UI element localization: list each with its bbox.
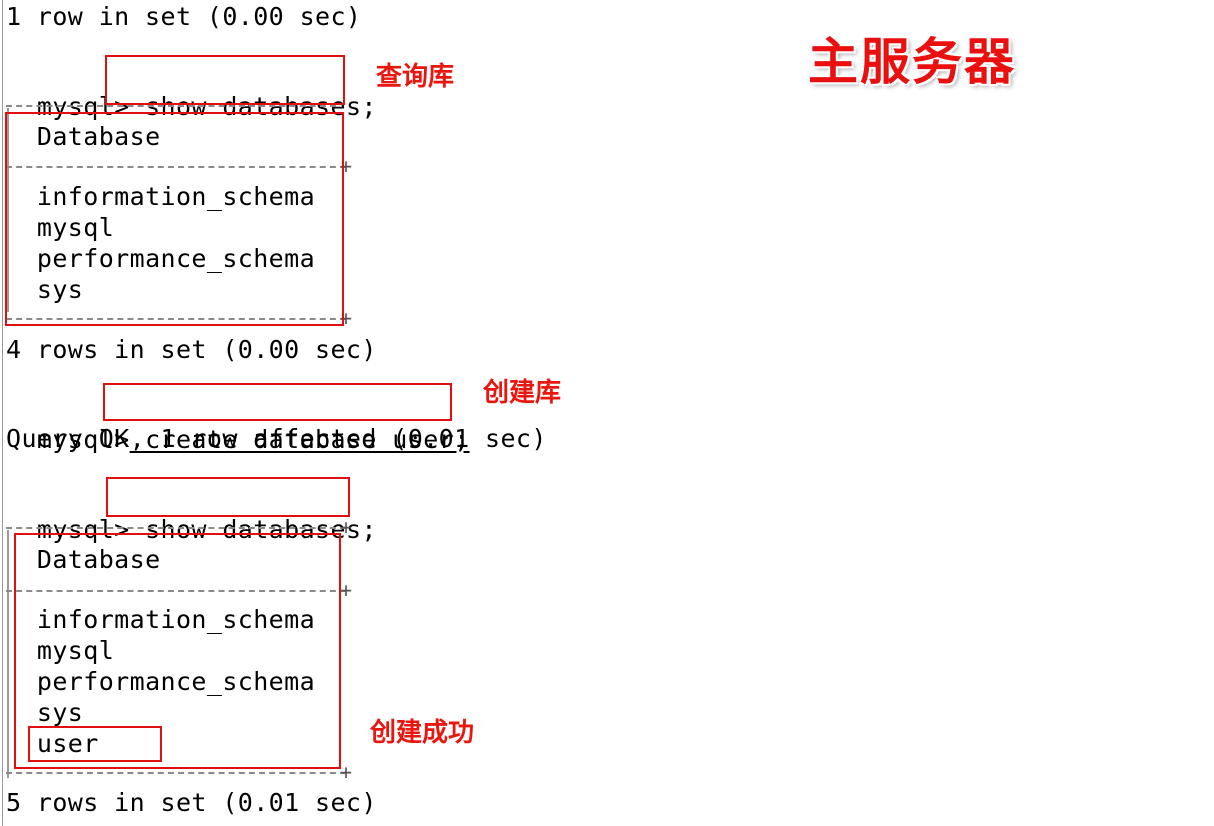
table-row: information_schema [6,605,315,635]
table-cell: sys [36,698,84,727]
table-cell: mysql [36,213,115,242]
table-row: information_schema [6,182,315,212]
table-cell: user [36,729,99,758]
table-header-row: Database [6,122,161,152]
table-border-line [6,772,346,777]
mysql-prompt: mysql> [36,515,130,544]
mysql-prompt: mysql> [36,425,130,454]
table-border-line [7,108,9,172]
table-row: mysql [6,636,114,666]
table-corner: + [340,578,353,602]
table-header-row: Database [6,545,161,575]
table-border-line [6,527,346,532]
result-line: 1 row in set (0.00 sec) [6,2,362,31]
table-header: Database [36,545,161,574]
table-border-line [6,318,346,323]
table-row: user [6,729,99,759]
table-corner: + [340,760,353,784]
table-cell: performance_schema [36,244,316,273]
highlight-box [28,726,162,762]
table-border-line [6,590,346,595]
table-border-line [6,105,336,110]
table-corner: + [340,515,353,539]
table-border-line [6,166,346,171]
terminal-left-border [2,0,3,826]
page-title: 主服务器 [808,33,1016,91]
command-line: mysql> create database user; [6,395,470,454]
command-text: create database user; [129,425,470,454]
command-text: show databases; [129,515,377,544]
table-cell: information_schema [36,182,316,211]
annotation-label: 创建成功 [370,718,475,748]
highlight-box [5,112,344,326]
annotation-label: 创建库 [483,378,562,408]
result-line: 5 rows in set (0.01 sec) [6,788,377,817]
table-row: sys [6,275,83,305]
highlight-box [106,477,350,517]
table-row: mysql [6,213,114,243]
command-line: mysql> show databases; [6,485,377,544]
table-cell: performance_schema [36,667,316,696]
table-cell: sys [36,275,84,304]
table-row: performance_schema [6,244,315,274]
highlight-box [103,383,452,421]
table-cell: information_schema [36,605,316,634]
table-border-line [7,530,9,778]
annotation-label: 查询库 [376,62,455,92]
table-header: Database [36,122,161,151]
highlight-box [14,533,341,769]
table-border-line [7,172,9,312]
table-row: performance_schema [6,667,315,697]
result-line: Query OK, 1 row affected (0.01 sec) [6,424,547,453]
result-line: 4 rows in set (0.00 sec) [6,335,377,364]
table-row: sys [6,698,83,728]
highlight-box [105,55,345,105]
table-cell: mysql [36,636,115,665]
